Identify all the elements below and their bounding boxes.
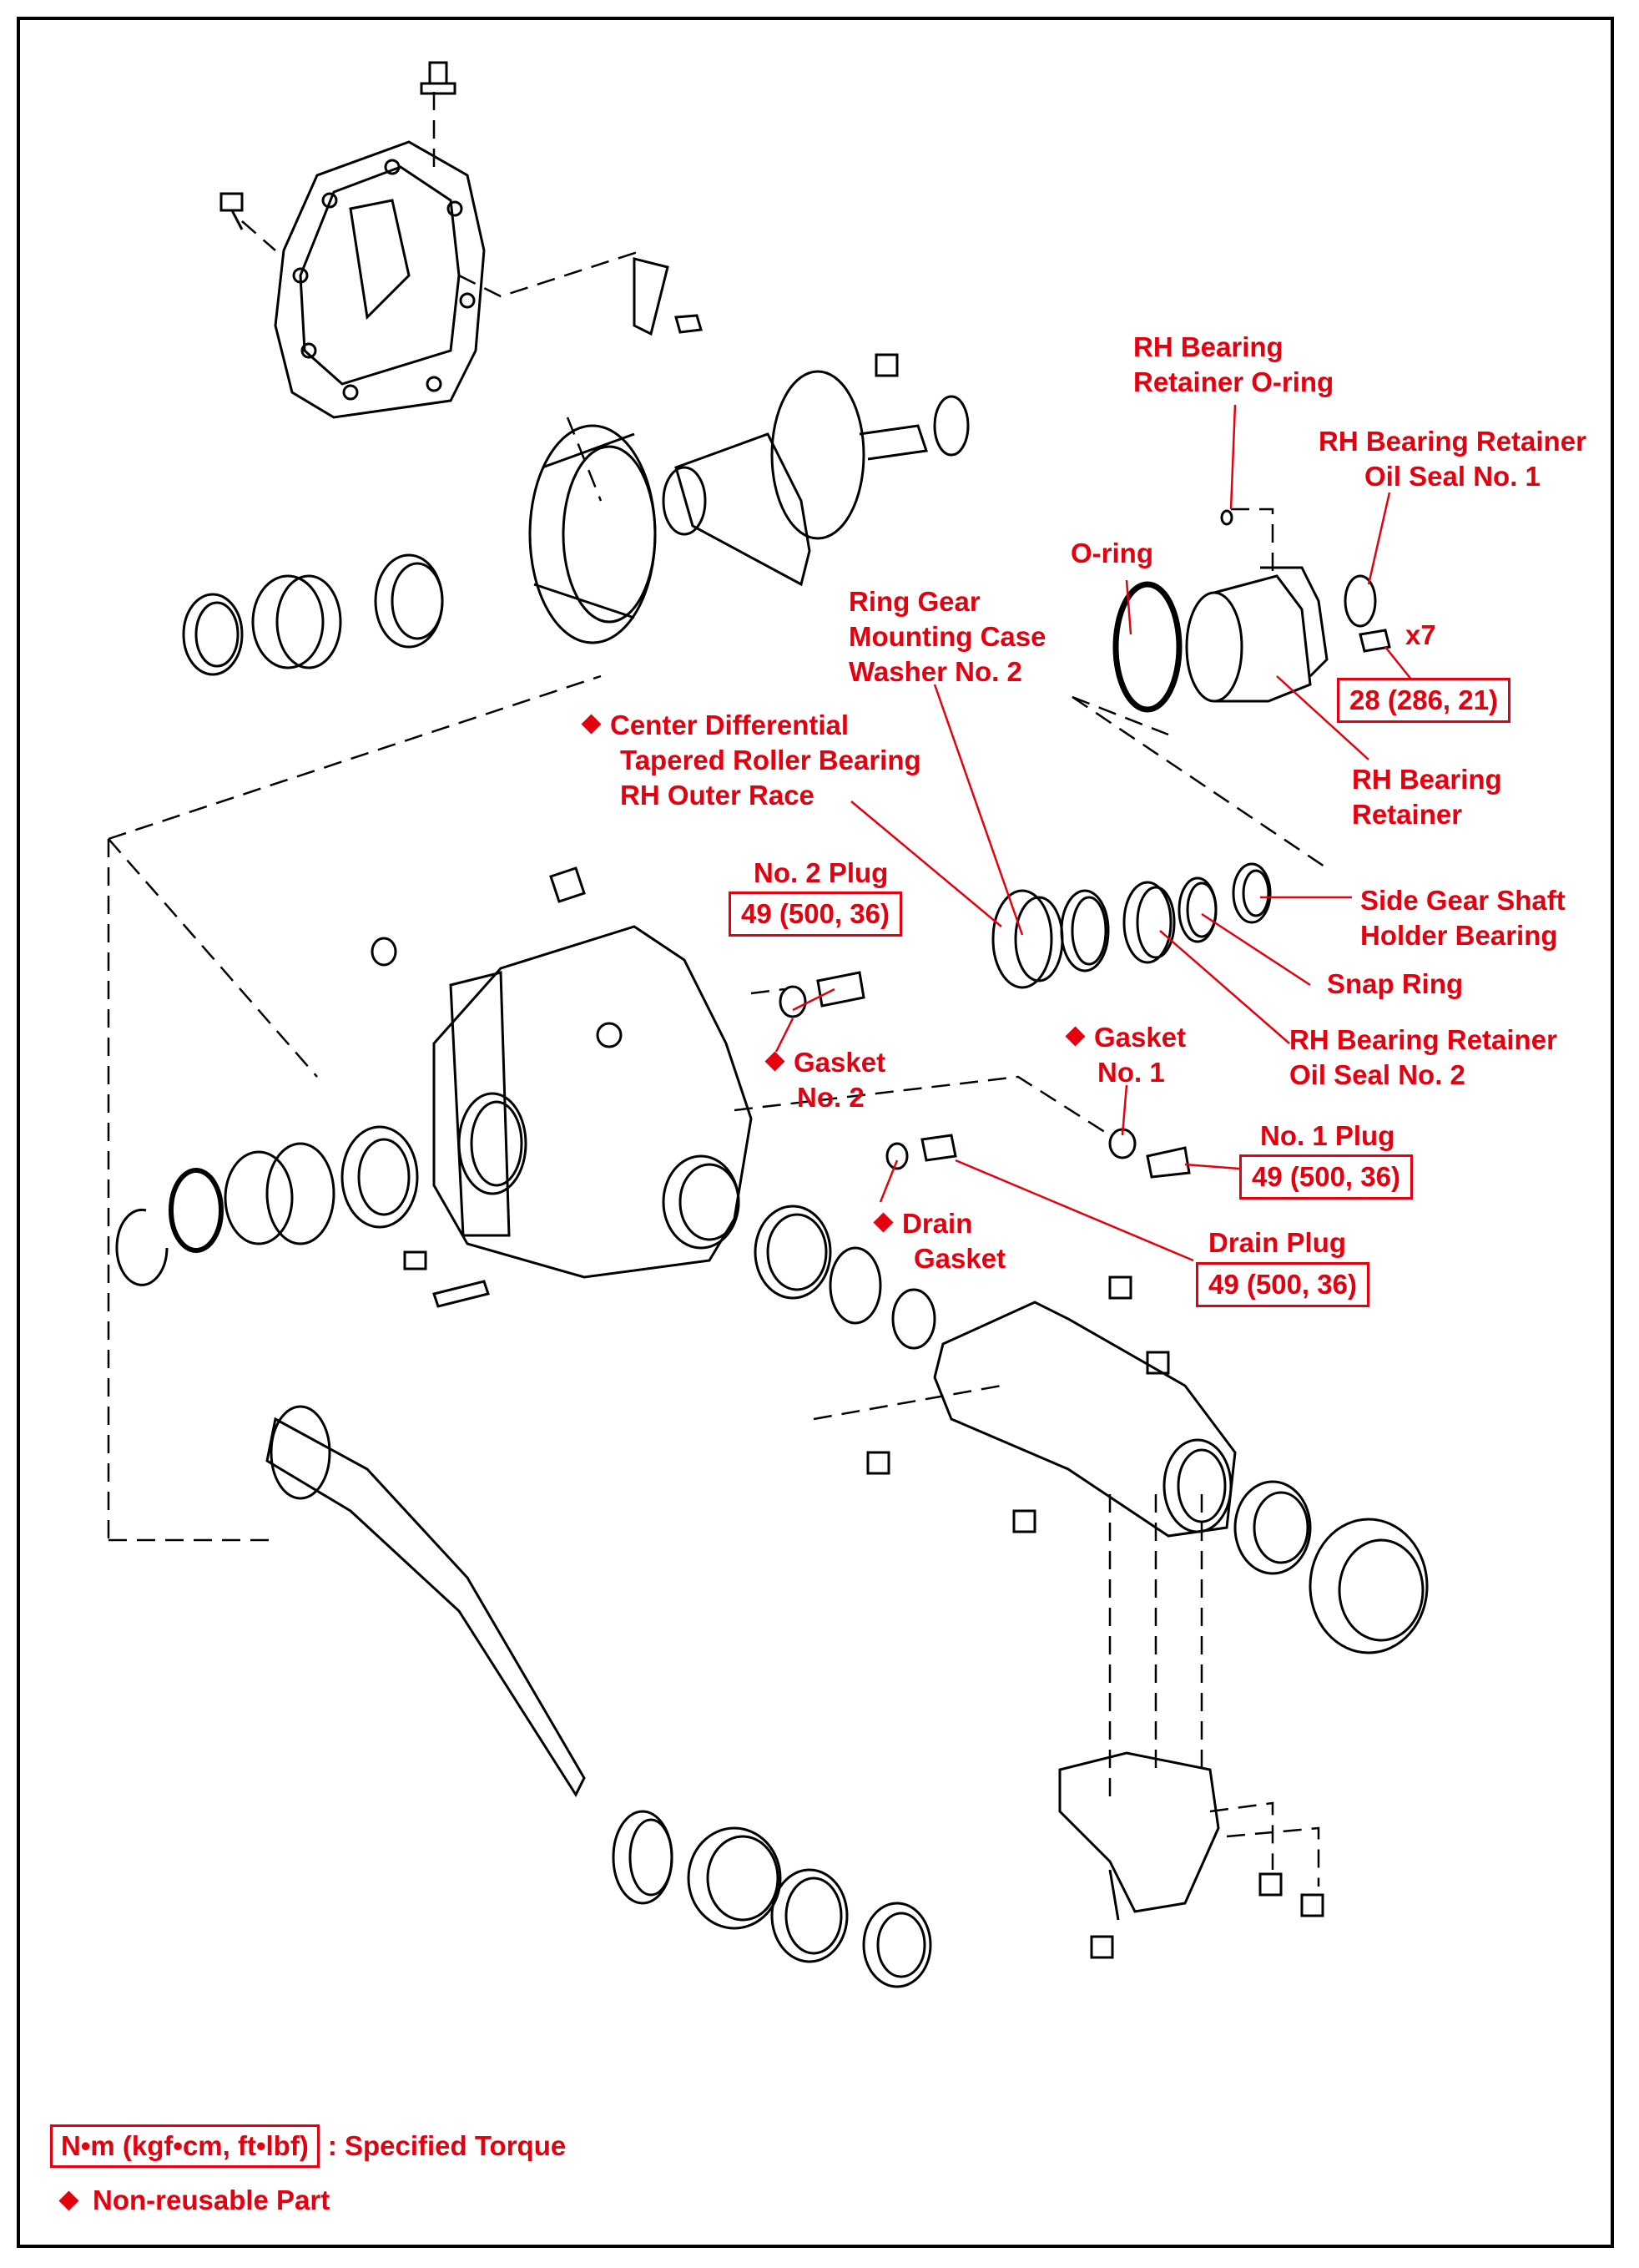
legend-torque-text: : Specified Torque bbox=[327, 2130, 567, 2161]
label-oil-seal-no1: RH Bearing Retainer Oil Seal No. 1 bbox=[1319, 424, 1586, 494]
label-line-2: Mounting Case bbox=[849, 621, 1046, 652]
label-line-2: Holder Bearing bbox=[1360, 920, 1558, 951]
torque-box-retainer: 28 (286, 21) bbox=[1337, 678, 1510, 723]
legend-nonreusable-row: Non-reusable Part bbox=[50, 2183, 566, 2218]
pinion-bearings bbox=[612, 1810, 932, 1988]
label-snap-ring: Snap Ring bbox=[1327, 967, 1463, 1002]
rear-bearings bbox=[754, 1205, 1429, 1654]
label-line-1: Gasket bbox=[1065, 1020, 1187, 1055]
label-line-2: Gasket bbox=[914, 1243, 1006, 1274]
housing-bolts bbox=[866, 1275, 1170, 1533]
nonreusable-diamond-icon bbox=[58, 2190, 79, 2211]
nonreusable-diamond-icon bbox=[581, 714, 602, 735]
nonreusable-diamond-icon bbox=[764, 1051, 785, 1072]
rh-bearing-retainer bbox=[1185, 509, 1391, 703]
drain-plug-part bbox=[885, 1134, 957, 1170]
differential-case bbox=[662, 353, 970, 587]
label-text: Drain Plug bbox=[1208, 1227, 1347, 1258]
label-line-2: Retainer bbox=[1352, 799, 1463, 830]
label-line-2: Oil Seal No. 2 bbox=[1289, 1059, 1465, 1090]
legend-torque-box: N•m (kgf•cm, ft•lbf) bbox=[50, 2124, 320, 2168]
case-cover-part bbox=[274, 140, 486, 419]
label-no1-plug: No. 1 Plug bbox=[1260, 1119, 1394, 1154]
label-oil-seal-no2: RH Bearing Retainer Oil Seal No. 2 bbox=[1289, 1023, 1557, 1093]
label-rh-bearing-retainer-oring: RH Bearing Retainer O-ring bbox=[1133, 330, 1334, 400]
left-bearing-set bbox=[115, 1125, 490, 1308]
torque-box-no2-plug: 49 (500, 36) bbox=[729, 892, 902, 937]
legend: N•m (kgf•cm, ft•lbf) : Specified Torque … bbox=[50, 2124, 566, 2218]
label-line-2: No. 2 bbox=[797, 1082, 865, 1113]
mid-races bbox=[991, 862, 1272, 989]
label-line-1: RH Bearing Retainer bbox=[1289, 1024, 1557, 1055]
label-line-1: RH Bearing bbox=[1133, 331, 1283, 362]
label-oring: O-ring bbox=[1071, 536, 1153, 571]
diagram-frame bbox=[17, 17, 1614, 2248]
label-ring-gear-washer: Ring Gear Mounting Case Washer No. 2 bbox=[849, 584, 1046, 689]
label-line-1: RH Bearing Retainer bbox=[1319, 426, 1586, 457]
cover-bolt bbox=[219, 192, 244, 230]
drive-pinion-shaft bbox=[265, 1405, 586, 1798]
label-drain-plug: Drain Plug bbox=[1208, 1225, 1346, 1260]
label-line-2: No. 1 bbox=[1097, 1057, 1165, 1088]
label-gasket-no1: Gasket No. 1 bbox=[1065, 1020, 1187, 1090]
label-line-1: RH Bearing bbox=[1352, 764, 1502, 795]
label-side-gear-shaft: Side Gear Shaft Holder Bearing bbox=[1360, 883, 1566, 953]
transfer-case bbox=[371, 866, 753, 1279]
label-line-2: Retainer O-ring bbox=[1133, 366, 1334, 397]
torque-box-no1-plug: 49 (500, 36) bbox=[1239, 1154, 1413, 1200]
torque-box-drain-plug: 49 (500, 36) bbox=[1196, 1262, 1369, 1307]
label-line-1: Ring Gear bbox=[849, 586, 981, 617]
bracket-plate bbox=[633, 257, 703, 336]
label-line-3: Washer No. 2 bbox=[849, 656, 1022, 687]
label-drain-gasket: Drain Gasket bbox=[873, 1206, 1006, 1276]
label-center-differential: Center Differential Tapered Roller Beari… bbox=[581, 708, 921, 813]
label-text: Gasket bbox=[794, 1047, 886, 1078]
no1-plug-part bbox=[1108, 1128, 1191, 1179]
label-text: O-ring bbox=[1071, 538, 1153, 568]
mounting-bracket bbox=[1058, 1751, 1220, 1921]
o-ring bbox=[1112, 581, 1183, 713]
ring-gear bbox=[528, 424, 657, 644]
label-no2-plug: No. 2 Plug bbox=[754, 856, 888, 891]
label-text: Snap Ring bbox=[1327, 968, 1464, 999]
label-text: Drain bbox=[902, 1208, 973, 1239]
label-line-1: Drain bbox=[873, 1206, 1006, 1241]
bracket-bolts bbox=[1090, 1872, 1324, 1959]
nonreusable-diamond-icon bbox=[1065, 1026, 1086, 1047]
label-line-1: Side Gear Shaft bbox=[1360, 885, 1566, 916]
label-text: x7 bbox=[1405, 619, 1436, 650]
label-line-2: Oil Seal No. 1 bbox=[1364, 461, 1541, 492]
label-x7: x7 bbox=[1405, 618, 1436, 653]
breather-plug bbox=[420, 61, 456, 95]
label-text: Gasket bbox=[1094, 1022, 1187, 1053]
label-line-3: RH Outer Race bbox=[620, 780, 814, 811]
label-line-1: Gasket bbox=[764, 1045, 886, 1080]
extension-housing bbox=[933, 1301, 1237, 1538]
label-gasket-no2: Gasket No. 2 bbox=[764, 1045, 886, 1115]
label-text: No. 2 Plug bbox=[754, 857, 889, 888]
legend-torque-row: N•m (kgf•cm, ft•lbf) : Specified Torque bbox=[50, 2124, 566, 2168]
bearing-races-top bbox=[182, 553, 444, 676]
label-line-2: Tapered Roller Bearing bbox=[620, 745, 921, 775]
label-line-1: Center Differential bbox=[581, 708, 921, 743]
no2-plug-part bbox=[779, 971, 865, 1018]
label-rh-bearing-retainer: RH Bearing Retainer bbox=[1352, 762, 1502, 832]
label-text: No. 1 Plug bbox=[1260, 1120, 1395, 1151]
legend-nonreusable-text: Non-reusable Part bbox=[93, 2185, 330, 2215]
label-text: Center Differential bbox=[610, 710, 850, 740]
nonreusable-diamond-icon bbox=[873, 1212, 894, 1233]
